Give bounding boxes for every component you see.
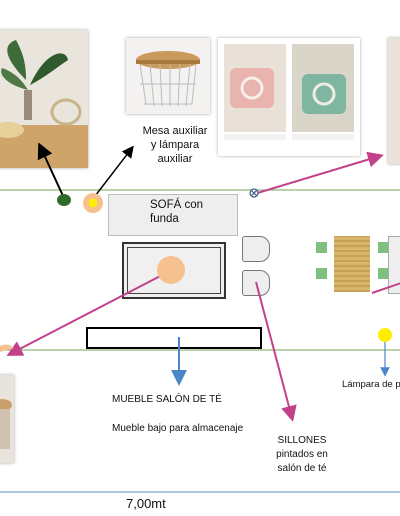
- coffee-table-inner: [127, 247, 221, 294]
- floor-lamp-dot: [378, 328, 392, 342]
- photo-plant-living-room: [0, 30, 88, 168]
- label-dimension: 7,00mt: [126, 496, 166, 511]
- label-sofa: SOFÁ con funda: [150, 199, 204, 225]
- dining-chair: [316, 242, 327, 253]
- label-mesa-auxiliar: Mesa auxiliar y lámpara auxiliar: [142, 125, 208, 165]
- photo-tea-furniture: [0, 375, 14, 463]
- label-mueble-bajo: Mueble bajo para almacenaje: [112, 423, 244, 434]
- photo-cushions: [218, 38, 360, 156]
- coffee-table-dot: [157, 256, 185, 284]
- dining-chair: [378, 242, 389, 253]
- label-mueble-te: MUEBLE SALÓN DE TÉ: [112, 394, 222, 405]
- marker-x-icon: [249, 188, 259, 198]
- arrow-armchairs: [255, 281, 297, 422]
- dining-rug: [334, 236, 370, 292]
- plant-dot: [57, 194, 71, 206]
- dining-chair: [378, 268, 389, 279]
- photo-side-table: [126, 38, 210, 114]
- label-lampara: Lámpara de p: [342, 379, 400, 390]
- dining-table-right: [388, 236, 400, 294]
- tea-lamp-dot: [0, 344, 14, 352]
- dining-chair: [316, 268, 327, 279]
- arrow-tea-furniture: [6, 271, 169, 356]
- armchair-top: [242, 236, 270, 262]
- arrow-dining: [371, 282, 400, 294]
- arrow-plant: [37, 142, 65, 199]
- label-sillones: SILLONES pintados en salón de té: [276, 435, 328, 474]
- sofa-box: [108, 194, 238, 236]
- low-storage-unit: [86, 327, 262, 349]
- photo-right-cropped: [388, 38, 400, 164]
- arrow-side-table: [91, 145, 134, 201]
- arrow-cushions: [253, 151, 384, 195]
- side-table-lamp-center: [88, 198, 98, 208]
